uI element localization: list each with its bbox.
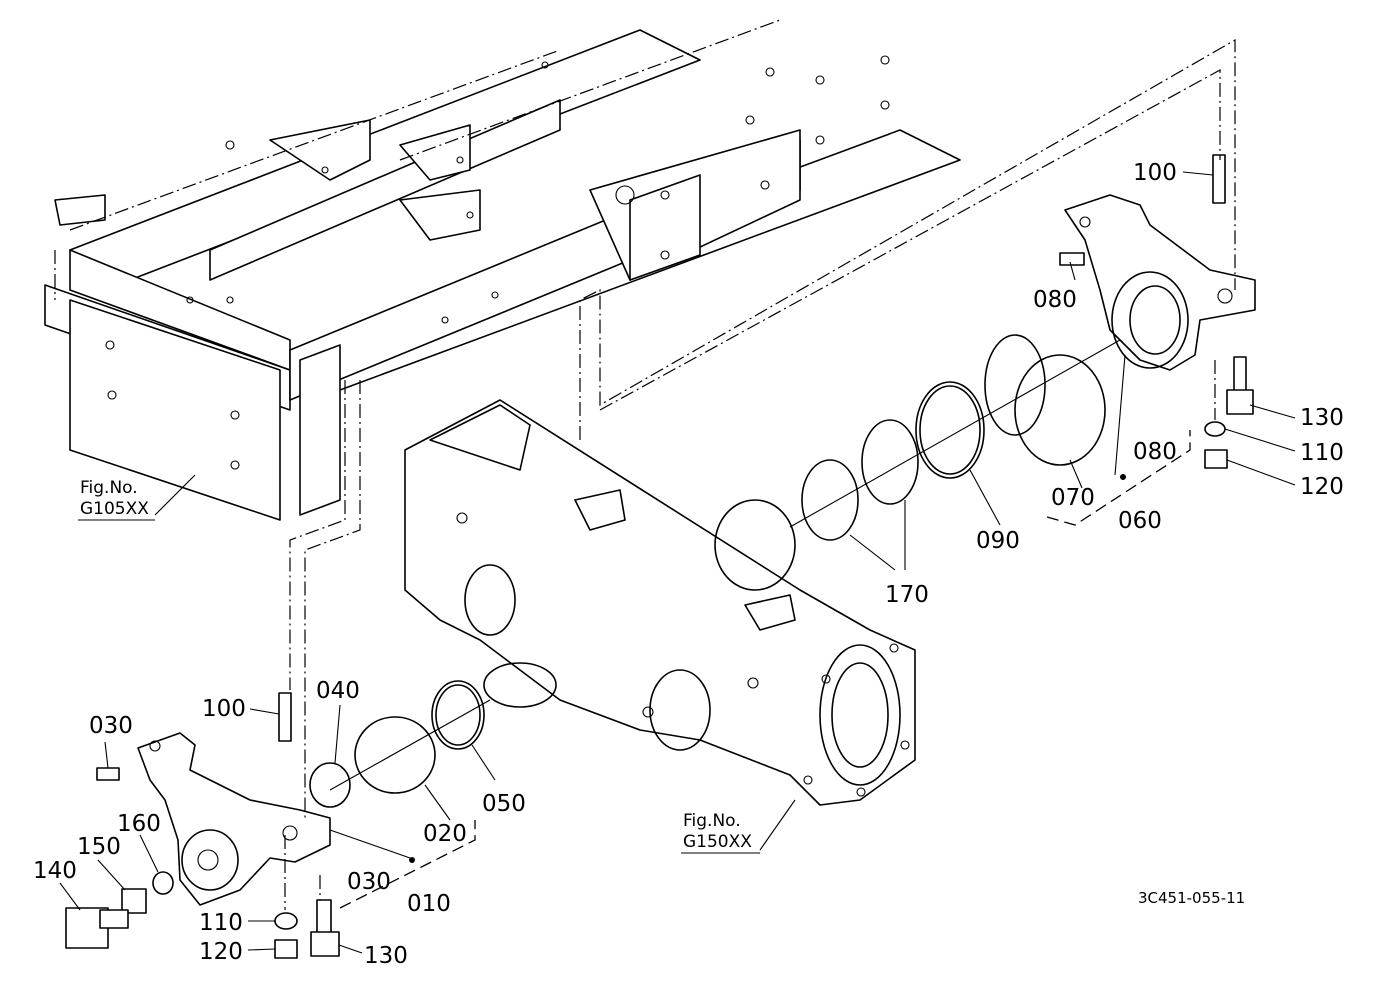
phantom-lines: [54, 19, 1236, 910]
drawing-code: 3C451-055-11: [1138, 889, 1245, 907]
axle-case: [404, 399, 916, 806]
label-050: 050: [482, 791, 526, 817]
label-020: 020: [423, 821, 467, 847]
label-170: 170: [885, 582, 929, 608]
frame-assembly: [44, 29, 961, 521]
label-080-mid: 080: [1133, 439, 1177, 465]
left-bracket-assembly: [65, 680, 491, 959]
label-040: 040: [316, 678, 360, 704]
figure-ref-frame: Fig.No. G105XX: [78, 478, 155, 521]
label-130-right: 130: [1300, 405, 1344, 431]
label-010: 010: [407, 891, 451, 917]
label-110-bottom: 110: [199, 910, 243, 936]
assembly-marker-060: [1120, 474, 1126, 480]
label-100-top: 100: [1133, 160, 1177, 186]
label-130-bottom: 130: [364, 943, 408, 969]
right-bracket-assembly: [789, 154, 1256, 541]
figure-ref-axle: Fig.No. G150XX: [681, 811, 760, 854]
axle-fig-code: G150XX: [683, 832, 752, 852]
label-150: 150: [77, 834, 121, 860]
label-090: 090: [976, 528, 1020, 554]
label-160: 160: [117, 811, 161, 837]
label-100-left: 100: [202, 696, 246, 722]
label-120-bottom: 120: [199, 939, 243, 965]
bushing-070: [984, 334, 1106, 466]
label-080-top: 080: [1033, 287, 1077, 313]
label-120-right: 120: [1300, 474, 1344, 500]
grease-fitting-top: [1059, 252, 1085, 266]
leader-lines: [59, 171, 1296, 954]
label-060: 060: [1118, 508, 1162, 534]
label-110-right: 110: [1300, 440, 1344, 466]
axle-fig-label: Fig.No.: [683, 811, 741, 831]
frame-fig-code: G105XX: [80, 499, 149, 519]
label-030-top: 030: [89, 713, 133, 739]
label-070: 070: [1051, 485, 1095, 511]
label-030-bottom: 030: [347, 869, 391, 895]
label-140: 140: [33, 858, 77, 884]
part-labels: 100 080 130 110 120 080 070 060 090 170 …: [33, 160, 1344, 969]
assembly-marker-010: [409, 857, 415, 863]
frame-fig-label: Fig.No.: [80, 478, 138, 498]
